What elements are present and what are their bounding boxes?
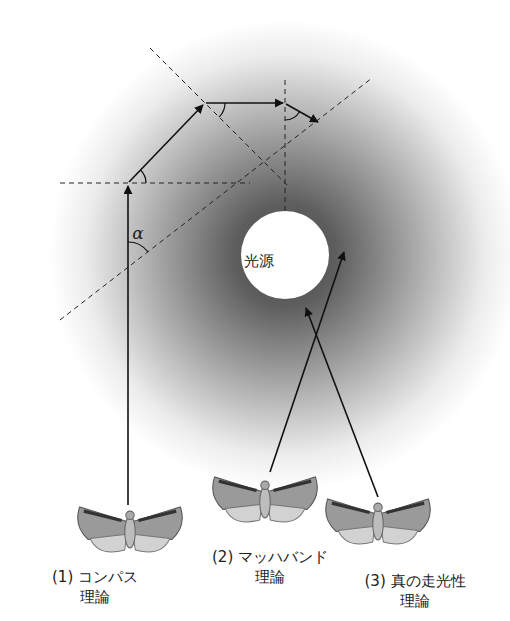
light-glow xyxy=(0,0,510,500)
theory-label: (2) マッハバンド 理論 xyxy=(197,548,344,587)
angle-label: α xyxy=(132,222,143,244)
theory-label: (3) 真の走光性 理論 xyxy=(349,572,481,611)
light-label: 光源 xyxy=(244,252,274,271)
reference-lines xyxy=(60,48,372,320)
moth-figure xyxy=(78,477,431,552)
light-source: 光源 xyxy=(240,210,330,300)
flight-paths xyxy=(128,103,378,505)
theory-label: (1) コンパス 理論 xyxy=(37,568,154,607)
